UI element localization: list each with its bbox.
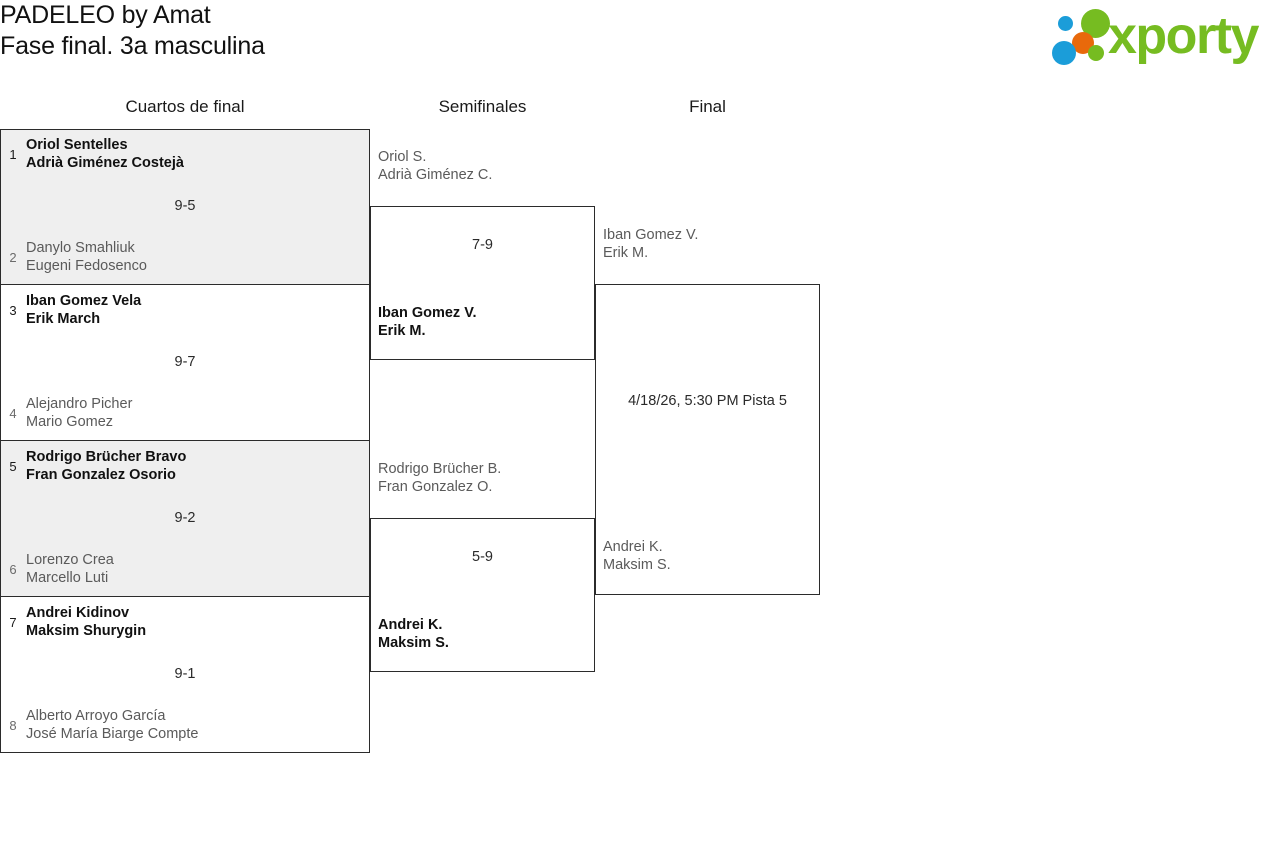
seed-number: 5	[9, 458, 17, 474]
round-heading-semifinals: Semifinales	[438, 97, 527, 116]
player-name-1: Rodrigo Brücher B.	[378, 461, 502, 477]
xporty-logo[interactable]: xporty	[1050, 6, 1276, 68]
player-name-2: Fran Gonzalez O.	[378, 479, 493, 495]
team-semifinal-2-bottom[interactable]: Andrei K. Maksim S.	[370, 616, 595, 652]
player-name-1: Oriol S.	[378, 149, 427, 165]
seed-number: 7	[9, 614, 17, 630]
player-name-1: Alejandro Picher	[26, 396, 133, 412]
team-names: Oriol Sentelles Adrià Giménez Costejà	[26, 136, 184, 172]
team-quarterfinal-2-bottom[interactable]: 4 Alejandro Picher Mario Gomez	[0, 395, 370, 431]
player-name-2: Marcello Luti	[26, 570, 109, 586]
team-quarterfinal-3-top[interactable]: 5 Rodrigo Brücher Bravo Fran Gonzalez Os…	[0, 448, 370, 484]
player-name-2: Maksim S.	[603, 557, 671, 573]
seed-number: 8	[9, 717, 17, 733]
score-quarterfinal-3: 9-2	[174, 510, 196, 526]
seed-number: 1	[9, 146, 17, 162]
team-names: Rodrigo Brücher Bravo Fran Gonzalez Osor…	[26, 448, 186, 484]
match-box-quarterfinal-4[interactable]	[0, 597, 370, 753]
seed-number: 4	[9, 405, 17, 421]
page-title-line-1: PADELEO by Amat	[0, 1, 211, 29]
team-names: Danylo Smahliuk Eugeni Fedosenco	[26, 239, 147, 275]
team-quarterfinal-4-top[interactable]: 7 Andrei Kidinov Maksim Shurygin	[0, 604, 370, 640]
team-semifinal-2-top[interactable]: Rodrigo Brücher B. Fran Gonzalez O.	[370, 460, 595, 496]
player-name-2: Fran Gonzalez Osorio	[26, 467, 176, 483]
seed-number: 6	[9, 561, 17, 577]
player-name-2: Maksim S.	[378, 635, 449, 651]
logo-dot-blue-small	[1058, 16, 1073, 31]
score-quarterfinal-1: 9-5	[174, 198, 196, 214]
team-names: Andrei K. Maksim S.	[603, 538, 671, 574]
match-box-semifinal-2[interactable]	[370, 518, 595, 672]
team-semifinal-1-top[interactable]: Oriol S. Adrià Giménez C.	[370, 148, 595, 184]
player-name-2: Erik M.	[603, 245, 649, 261]
round-heading-final: Final	[689, 97, 726, 116]
seed-number: 3	[9, 302, 17, 318]
page-title-line-2: Fase final. 3a masculina	[0, 32, 265, 60]
player-name-1: Andrei K.	[378, 617, 443, 633]
seed-number: 2	[9, 249, 17, 265]
score-quarterfinal-4: 9-1	[174, 666, 196, 682]
score-semifinal-1: 7-9	[472, 237, 493, 253]
player-name-2: José María Biarge Compte	[26, 726, 199, 742]
logo-dot-blue-large	[1052, 41, 1076, 65]
player-name-1: Iban Gomez V.	[378, 305, 477, 321]
player-name-1: Andrei Kidinov	[26, 605, 130, 621]
team-names: Alberto Arroyo García José María Biarge …	[26, 707, 198, 743]
match-box-quarterfinal-1[interactable]	[0, 129, 370, 285]
team-names: Rodrigo Brücher B. Fran Gonzalez O.	[378, 460, 501, 496]
team-names: Iban Gomez V. Erik M.	[603, 226, 698, 262]
team-names: Lorenzo Crea Marcello Luti	[26, 551, 114, 587]
team-names: Andrei K. Maksim S.	[378, 616, 449, 652]
team-names: Iban Gomez Vela Erik March	[26, 292, 141, 328]
logo-dots-icon	[1050, 8, 1112, 66]
team-names: Alejandro Picher Mario Gomez	[26, 395, 132, 431]
team-quarterfinal-2-top[interactable]: 3 Iban Gomez Vela Erik March	[0, 292, 370, 328]
player-name-2: Adrià Giménez Costejà	[26, 155, 184, 171]
logo-wordmark: xporty	[1108, 7, 1259, 65]
player-name-2: Eugeni Fedosenco	[26, 258, 147, 274]
player-name-1: Danylo Smahliuk	[26, 240, 135, 256]
team-final-top[interactable]: Iban Gomez V. Erik M.	[595, 226, 820, 262]
player-name-2: Mario Gomez	[26, 414, 114, 430]
match-box-quarterfinal-3[interactable]	[0, 441, 370, 597]
team-quarterfinal-1-bottom[interactable]: 2 Danylo Smahliuk Eugeni Fedosenco	[0, 239, 370, 275]
round-heading-quarterfinals: Cuartos de final	[125, 97, 245, 116]
team-names: Iban Gomez V. Erik M.	[378, 304, 477, 340]
final-schedule-label: 4/18/26, 5:30 PM Pista 5	[628, 393, 787, 409]
team-quarterfinal-4-bottom[interactable]: 8 Alberto Arroyo García José María Biarg…	[0, 707, 370, 743]
score-semifinal-2: 5-9	[472, 549, 493, 565]
score-quarterfinal-2: 9-7	[174, 354, 196, 370]
player-name-1: Lorenzo Crea	[26, 552, 114, 568]
page-title: PADELEO by Amat Fase final. 3a masculina	[0, 0, 900, 62]
match-box-quarterfinal-2[interactable]	[0, 285, 370, 441]
match-box-final[interactable]	[595, 284, 820, 595]
player-name-1: Iban Gomez Vela	[26, 293, 142, 309]
player-name-1: Oriol Sentelles	[26, 137, 128, 153]
match-box-semifinal-1[interactable]	[370, 206, 595, 360]
team-quarterfinal-1-top[interactable]: 1 Oriol Sentelles Adrià Giménez Costejà	[0, 136, 370, 172]
player-name-1: Andrei K.	[603, 539, 663, 555]
logo-dot-green-small	[1088, 45, 1104, 61]
team-quarterfinal-3-bottom[interactable]: 6 Lorenzo Crea Marcello Luti	[0, 551, 370, 587]
player-name-2: Adrià Giménez C.	[378, 167, 493, 183]
team-names: Andrei Kidinov Maksim Shurygin	[26, 604, 146, 640]
team-semifinal-1-bottom[interactable]: Iban Gomez V. Erik M.	[370, 304, 595, 340]
team-names: Oriol S. Adrià Giménez C.	[378, 148, 492, 184]
player-name-2: Erik March	[26, 311, 101, 327]
player-name-1: Rodrigo Brücher Bravo	[26, 449, 187, 465]
player-name-1: Iban Gomez V.	[603, 227, 699, 243]
player-name-2: Maksim Shurygin	[26, 623, 147, 639]
player-name-1: Alberto Arroyo García	[26, 708, 166, 724]
team-final-bottom[interactable]: Andrei K. Maksim S.	[595, 538, 820, 574]
player-name-2: Erik M.	[378, 323, 426, 339]
